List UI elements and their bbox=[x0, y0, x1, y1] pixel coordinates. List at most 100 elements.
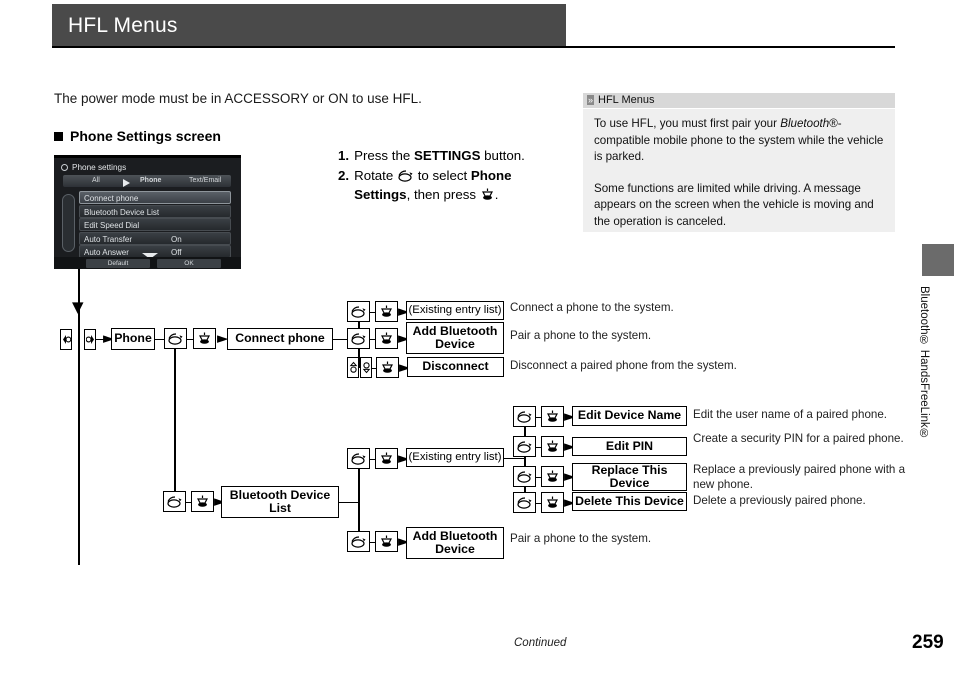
flow-box-edit-pin[interactable]: Edit PIN bbox=[572, 437, 687, 456]
ok-button[interactable]: OK bbox=[157, 258, 221, 268]
step-text: Press the SETTINGS button. bbox=[354, 148, 525, 163]
phone-settings-screenshot: Phone settings All Phone Text/Email Conn… bbox=[54, 155, 241, 269]
scroll-down-icon[interactable] bbox=[142, 253, 158, 259]
intro-text: The power mode must be in ACCESSORY or O… bbox=[54, 91, 422, 106]
flow-line bbox=[174, 349, 176, 497]
flow-box-disconnect[interactable]: Disconnect bbox=[407, 357, 504, 377]
left-arrow-selector-icon bbox=[60, 329, 72, 350]
arrow-right-icon: ► bbox=[398, 329, 410, 347]
arrow-right-icon: ► bbox=[103, 329, 115, 347]
right-arrow-selector-icon bbox=[84, 329, 96, 350]
arrow-right-icon: ► bbox=[564, 493, 576, 511]
scroll-down-icon bbox=[360, 357, 372, 378]
flow-desc-connect: Connect a phone to the system. bbox=[510, 301, 674, 314]
screen-row-bt-device-list[interactable] bbox=[79, 204, 231, 218]
default-button[interactable]: Default bbox=[86, 258, 150, 268]
step-text: Rotate to select Phone Settings, then pr… bbox=[354, 167, 512, 203]
flow-line bbox=[187, 338, 193, 341]
flow-desc-replace: Replace a previously paired phone with a… bbox=[693, 463, 906, 491]
press-knob-icon bbox=[541, 406, 564, 427]
arrow-down-icon: ▼ bbox=[72, 298, 84, 316]
flow-box-add-bluetooth-device-2[interactable]: Add Bluetooth Device bbox=[406, 527, 504, 559]
flow-box-bluetooth-device-list[interactable]: Bluetooth Device List bbox=[221, 486, 339, 518]
continued-label: Continued bbox=[514, 637, 567, 649]
flow-line bbox=[504, 457, 524, 460]
press-knob-icon bbox=[375, 328, 398, 349]
screen-tab-row bbox=[63, 175, 231, 187]
rotate-knob-icon bbox=[164, 328, 187, 349]
flow-line bbox=[370, 338, 375, 341]
flow-line bbox=[96, 338, 106, 341]
press-knob-icon bbox=[191, 491, 214, 512]
press-knob-icon bbox=[481, 188, 493, 200]
step-number: 1. bbox=[338, 148, 350, 163]
screen-row-value: On bbox=[171, 234, 182, 244]
screen-title: Phone settings bbox=[72, 163, 127, 172]
flow-line bbox=[536, 416, 541, 419]
section-heading-label: Phone Settings screen bbox=[70, 128, 221, 144]
flow-desc-edit-name: Edit the user name of a paired phone. bbox=[693, 408, 888, 421]
flow-box-add-bluetooth-device[interactable]: Add Bluetooth Device bbox=[406, 322, 504, 354]
play-triangle-icon bbox=[123, 178, 130, 187]
tab-phone[interactable]: Phone bbox=[140, 177, 162, 184]
flow-line bbox=[370, 458, 375, 461]
note-paragraph-1: To use HFL, you must first pair your Blu… bbox=[594, 117, 884, 163]
rotate-knob-icon bbox=[513, 492, 536, 513]
flow-box-existing-entry-list[interactable]: (Existing entry list) bbox=[406, 301, 504, 320]
press-knob-icon bbox=[375, 301, 398, 322]
arrow-right-icon: ► bbox=[564, 467, 576, 485]
screen-row-connect-phone[interactable] bbox=[79, 191, 231, 204]
steps-list: 1. Press the SETTINGS button. 2. Rotate … bbox=[338, 146, 548, 205]
flow-line bbox=[372, 367, 376, 370]
tab-all[interactable]: All bbox=[92, 177, 100, 184]
screen-row-auto-transfer[interactable] bbox=[79, 231, 231, 245]
screen-row-label: Bluetooth Device List bbox=[84, 207, 160, 217]
flow-line bbox=[536, 446, 541, 449]
press-knob-icon bbox=[375, 531, 398, 552]
flow-box-connect-phone[interactable]: Connect phone bbox=[227, 328, 333, 350]
flow-line bbox=[358, 469, 360, 542]
scroll-up-icon bbox=[347, 357, 359, 378]
header-rule bbox=[52, 46, 895, 48]
rotate-knob-icon bbox=[513, 466, 536, 487]
flow-box-replace-this-device[interactable]: Replace This Device bbox=[572, 463, 687, 491]
flow-line bbox=[524, 417, 526, 502]
margin-tab-label: Bluetooth® HandsFreeLink® bbox=[918, 286, 930, 440]
screen-row-edit-speed-dial[interactable] bbox=[79, 218, 231, 231]
step-2: 2. Rotate to select Phone Settings, then… bbox=[338, 166, 548, 205]
flow-box-phone[interactable]: Phone bbox=[111, 328, 155, 350]
rotate-knob-icon bbox=[513, 406, 536, 427]
rotate-knob-icon bbox=[347, 301, 370, 322]
flow-box-existing-entry-list-2[interactable]: (Existing entry list) bbox=[406, 448, 504, 467]
note-title: HFL Menus bbox=[598, 94, 655, 106]
press-knob-icon bbox=[375, 448, 398, 469]
arrow-right-icon: ► bbox=[217, 329, 229, 347]
step-1: 1. Press the SETTINGS button. bbox=[338, 146, 548, 166]
knob-graphic bbox=[62, 194, 75, 252]
note-paragraph-2: Some functions are limited while driving… bbox=[594, 181, 874, 228]
flow-line bbox=[370, 541, 375, 544]
flow-desc-disconnect: Disconnect a paired phone from the syste… bbox=[510, 359, 737, 372]
rotate-knob-icon bbox=[347, 328, 370, 349]
arrow-right-icon: ► bbox=[214, 492, 226, 510]
flow-box-delete-this-device[interactable]: Delete This Device bbox=[572, 492, 687, 511]
arrow-right-icon: ► bbox=[398, 449, 410, 467]
note-body: To use HFL, you must first pair your Blu… bbox=[583, 109, 895, 232]
flow-desc-pair-2: Pair a phone to the system. bbox=[510, 532, 652, 545]
arrow-right-icon: ► bbox=[398, 532, 410, 550]
rotate-knob-icon bbox=[398, 169, 413, 182]
flow-line bbox=[536, 476, 541, 479]
page-number: 259 bbox=[912, 632, 944, 653]
press-knob-icon bbox=[541, 466, 564, 487]
flow-line bbox=[536, 502, 541, 505]
tab-text-email[interactable]: Text/Email bbox=[189, 177, 222, 184]
step-number: 2. bbox=[338, 167, 350, 183]
note-header: »HFL Menus bbox=[583, 93, 895, 108]
rotate-knob-icon bbox=[347, 448, 370, 469]
section-heading: Phone Settings screen bbox=[54, 128, 221, 144]
bullet-square-icon bbox=[54, 131, 63, 141]
flow-box-edit-device-name[interactable]: Edit Device Name bbox=[572, 406, 687, 426]
arrow-right-icon: ► bbox=[564, 437, 576, 455]
flow-line bbox=[370, 311, 375, 314]
